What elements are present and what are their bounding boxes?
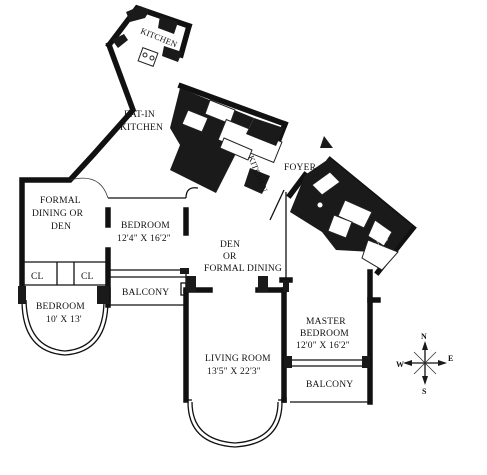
compass-w: W (396, 360, 404, 369)
label-eatin-kitchen: KITCHEN (120, 123, 163, 133)
compass-rose-icon (403, 341, 447, 385)
label-formal-3: DEN (51, 222, 71, 232)
compass-s: S (422, 387, 427, 396)
label-living-room: LIVING ROOM (205, 354, 271, 364)
entry-arrow-icon (320, 136, 333, 148)
kitchen-top-fixtures (112, 6, 182, 67)
label-den-3: FORMAL DINING (204, 264, 282, 274)
middle-block (170, 88, 284, 194)
compass-e: E (448, 354, 454, 363)
label-formal-2: DINING OR (32, 209, 84, 219)
label-bedroom2: BEDROOM (121, 221, 170, 231)
label-closet-right: CL (81, 272, 94, 282)
label-den-2: OR (223, 252, 237, 262)
label-master-size: 12'0" X 16'2" (296, 341, 350, 351)
label-bedroom1-size: 10' X 13' (46, 315, 82, 325)
label-balcony-2: BALCONY (306, 380, 353, 390)
bay-windows (21, 177, 283, 448)
wall-blocks (18, 268, 370, 368)
label-formal-1: FORMAL (40, 196, 81, 206)
label-master-2: BEDROOM (300, 329, 349, 339)
label-eatin: EAT-IN (124, 110, 155, 120)
label-balcony-1: BALCONY (122, 288, 169, 298)
label-bedroom1: BEDROOM (36, 302, 85, 312)
label-closet-left: CL (31, 272, 44, 282)
label-master-1: MASTER (306, 317, 346, 327)
label-bedroom2-size: 12'4" X 16'2" (117, 234, 171, 244)
label-living-size: 13'5" X 22'3" (207, 367, 261, 377)
label-den-1: DEN (220, 240, 240, 250)
label-foyer: FOYER (284, 163, 317, 173)
compass-n: N (421, 332, 427, 341)
right-block (290, 158, 412, 271)
interior-lines (22, 187, 370, 403)
